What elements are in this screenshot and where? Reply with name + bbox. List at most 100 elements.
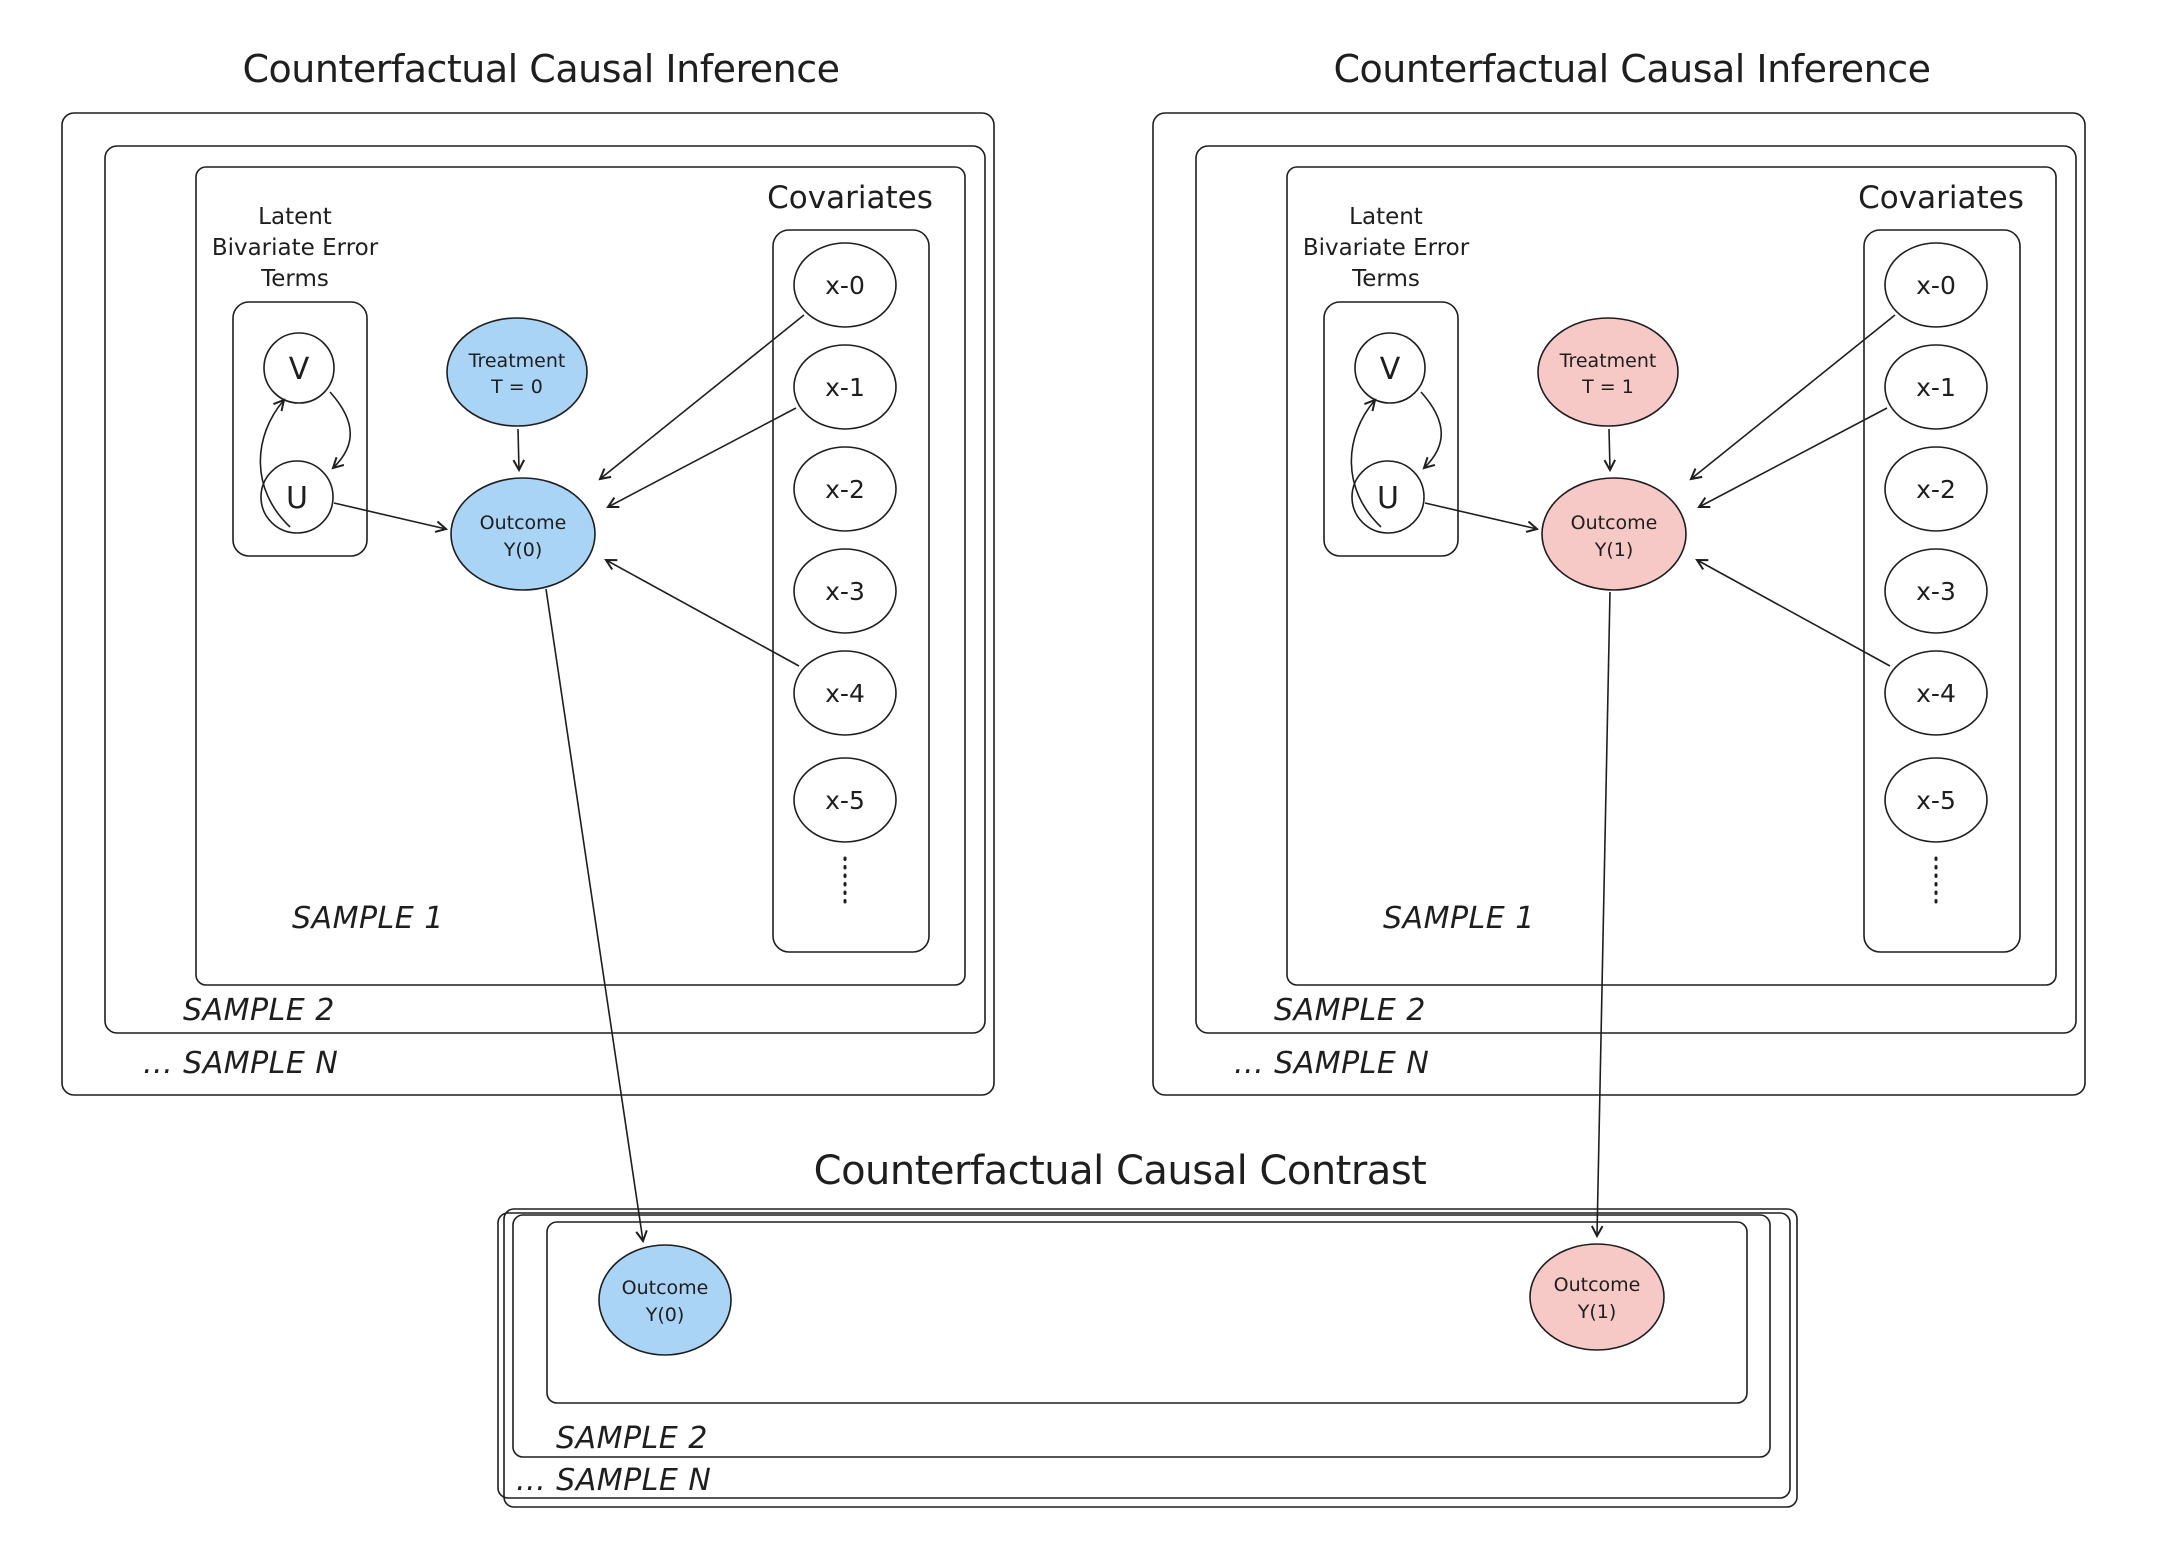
right-node-v-label: V (1380, 352, 1401, 387)
left-arrow-v-to-u (329, 391, 352, 470)
left-sample-n-label: ... SAMPLE N (143, 1046, 338, 1081)
arrow-right-outcome-to-contrast-y1 (1590, 591, 1611, 1239)
contrast-sample-n-box-outline (503, 1208, 1798, 1508)
right-latent-label-line2: Bivariate Error (1303, 235, 1470, 261)
right-covariate-x4 (1884, 650, 1988, 736)
left-covariate-x0 (793, 242, 897, 328)
right-covariates-label: Covariates (1858, 180, 2024, 216)
right-sample-2-label: SAMPLE 2 (1274, 993, 1426, 1028)
contrast-sample-2-label: SAMPLE 2 (556, 1421, 708, 1456)
left-arrow-x4-to-outcome (604, 558, 800, 667)
right-sample-2-box (1195, 145, 2077, 1034)
left-covariate-x3-label: x-3 (825, 577, 865, 606)
right-arrow-treatment-to-outcome (1603, 428, 1616, 473)
right-latent-label-line1: Latent (1349, 204, 1423, 230)
right-treatment-label-line1: Treatment (1559, 350, 1657, 372)
left-treatment-label-line1: Treatment (468, 350, 566, 372)
left-covariate-x0-label: x-0 (825, 271, 865, 300)
contrast-outcome-y1-line2: Y(1) (1577, 1301, 1617, 1323)
left-sample-2-box (104, 145, 986, 1034)
left-panel-title: Counterfactual Causal Inference (242, 47, 839, 91)
left-treatment-node (446, 317, 588, 427)
left-covariates-box (772, 229, 930, 953)
left-sample-2-label: SAMPLE 2 (183, 993, 335, 1028)
left-sample-1-box (195, 166, 966, 986)
left-latent-box (232, 301, 368, 557)
right-covariate-x1-label: x-1 (1916, 373, 1956, 402)
left-latent-label-line1: Latent (258, 204, 332, 230)
contrast-outcome-y1-line1: Outcome (1554, 1274, 1641, 1296)
left-covariate-x5-label: x-5 (825, 786, 865, 815)
right-covariate-x0-label: x-0 (1916, 271, 1956, 300)
left-covariate-x2 (793, 446, 897, 532)
right-treatment-label-line2: T = 1 (1581, 376, 1634, 398)
contrast-outcome-y0-line1: Outcome (622, 1277, 709, 1299)
right-node-u (1351, 460, 1425, 534)
left-outcome-label-line1: Outcome (480, 512, 567, 534)
left-covariate-x4 (793, 650, 897, 736)
right-covariate-x3 (1884, 548, 1988, 634)
right-sample-1-label: SAMPLE 1 (1383, 901, 1535, 936)
left-covariate-x3 (793, 548, 897, 634)
right-sample-n-box (1152, 112, 2086, 1096)
left-latent-label-line2: Bivariate Error (212, 235, 379, 261)
contrast-panel-title: Counterfactual Causal Contrast (814, 1148, 1427, 1194)
right-arrow-u-to-outcome (1424, 502, 1540, 533)
right-arrow-x1-to-outcome (1697, 407, 1888, 509)
left-arrow-treatment-to-outcome (512, 428, 525, 473)
left-covariates-label: Covariates (767, 180, 933, 216)
right-covariate-x3-label: x-3 (1916, 577, 1956, 606)
right-latent-box (1323, 301, 1459, 557)
left-arrow-u-to-v (259, 398, 291, 528)
right-outcome-node (1541, 477, 1687, 591)
right-covariate-x0 (1884, 242, 1988, 328)
left-node-v (263, 332, 335, 404)
right-covariate-x2 (1884, 446, 1988, 532)
left-arrow-u-to-outcome (333, 502, 449, 533)
left-outcome-label-line2: Y(0) (503, 539, 543, 561)
arrow-left-outcome-to-contrast-y0 (545, 588, 648, 1244)
left-covariate-x4-label: x-4 (825, 679, 865, 708)
right-covariate-x1 (1884, 344, 1988, 430)
right-sample-n-label: ... SAMPLE N (1234, 1046, 1429, 1081)
contrast-outcome-y0-line2: Y(0) (645, 1304, 685, 1326)
right-node-v (1354, 332, 1426, 404)
right-sample-1-box (1286, 166, 2057, 986)
contrast-sample-2-box (512, 1214, 1771, 1458)
right-arrow-u-to-v (1350, 398, 1382, 528)
right-outcome-label-line1: Outcome (1571, 512, 1658, 534)
right-arrow-v-to-u (1420, 391, 1443, 470)
right-treatment-node (1537, 317, 1679, 427)
contrast-sample-1-box (546, 1221, 1748, 1404)
left-covariate-x1-label: x-1 (825, 373, 865, 402)
left-panel: Counterfactual Causal Inference SAMPLE 1… (61, 47, 995, 1096)
contrast-panel: Counterfactual Causal Contrast Outcome Y… (497, 1148, 1798, 1508)
right-node-u-label: U (1377, 481, 1399, 516)
left-treatment-label-line2: T = 0 (490, 376, 543, 398)
right-covariate-x5-label: x-5 (1916, 786, 1956, 815)
right-covariates-box (1863, 229, 2021, 953)
right-covariate-x4-label: x-4 (1916, 679, 1956, 708)
left-sample-n-box (61, 112, 995, 1096)
left-arrow-x0-to-outcome (598, 314, 805, 481)
right-panel: Counterfactual Causal Inference SAMPLE 1… (1152, 47, 2086, 1096)
right-arrow-x4-to-outcome (1695, 558, 1891, 667)
left-latent-label-line3: Terms (260, 266, 329, 292)
left-covariate-x5 (793, 757, 897, 843)
left-node-u (260, 460, 334, 534)
left-node-v-label: V (289, 352, 310, 387)
right-arrow-x0-to-outcome (1689, 314, 1896, 481)
left-covariate-x2-label: x-2 (825, 475, 865, 504)
contrast-outcome-y0-node (598, 1244, 732, 1356)
right-covariate-x5 (1884, 757, 1988, 843)
left-covariate-x1 (793, 344, 897, 430)
left-sample-1-label: SAMPLE 1 (292, 901, 444, 936)
left-node-u-label: U (286, 481, 308, 516)
contrast-sample-n-box (497, 1212, 1791, 1499)
right-latent-label-line3: Terms (1351, 266, 1420, 292)
contrast-sample-n-label: ... SAMPLE N (516, 1463, 711, 1498)
right-covariate-x2-label: x-2 (1916, 475, 1956, 504)
left-outcome-node (450, 477, 596, 591)
right-outcome-label-line2: Y(1) (1594, 539, 1634, 561)
